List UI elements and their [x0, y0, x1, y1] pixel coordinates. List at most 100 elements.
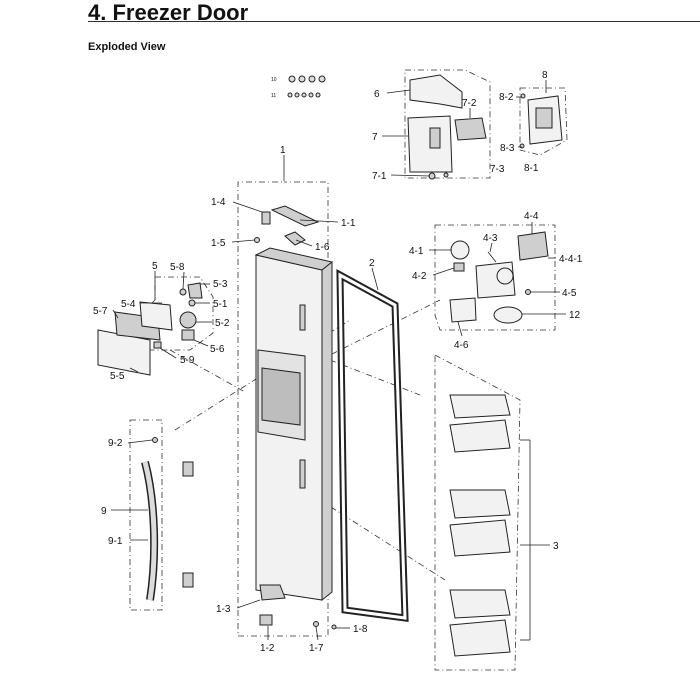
callout-8-2: 8-2 [499, 92, 514, 103]
screw-10-d [318, 75, 326, 83]
callout-9-2: 9-2 [108, 438, 123, 449]
lever-5-6 [181, 329, 195, 341]
leader-9-2 [127, 439, 153, 444]
lever-5-2 [179, 311, 197, 329]
spring-5-8 [179, 288, 187, 296]
handle-screw-9-2 [152, 437, 158, 443]
callout-2: 2 [369, 258, 375, 269]
top-left-screws [287, 75, 326, 98]
callout-3: 3 [553, 541, 559, 552]
bin-dash-link-1 [319, 499, 446, 581]
leader-1-3 [236, 599, 261, 609]
top-cap-1-1 [270, 205, 320, 227]
callout-5-2: 5-2 [215, 318, 230, 329]
screw-11-b [294, 92, 300, 98]
callout-8-1: 8-1 [524, 163, 539, 174]
dispenser-dash-link [169, 349, 246, 393]
group-outlines [129, 69, 568, 671]
callout-5-1: 5-1 [213, 299, 228, 310]
callout-6: 6 [374, 89, 380, 100]
damper-7-2 [454, 117, 487, 141]
handle-bar-highlight [142, 461, 157, 601]
door-top-parts [254, 205, 320, 246]
callout-4-5: 4-5 [562, 288, 577, 299]
leader-1-5 [231, 239, 256, 243]
callout-4-2: 4-2 [412, 271, 427, 282]
callout-5: 5 [152, 261, 158, 272]
bin-dash-link-2 [329, 359, 421, 396]
screw-10-c [308, 75, 316, 83]
clip-5-3 [187, 282, 203, 299]
callout-5-9: 5-9 [180, 355, 195, 366]
callout-7-2: 7-2 [462, 98, 477, 109]
leader-lines [111, 80, 566, 641]
hinge-cap-1-2 [259, 614, 273, 626]
ice-route-flap-8-1 [535, 107, 553, 129]
bin-3b [449, 619, 511, 657]
callout-11: 11 [271, 93, 276, 99]
icemaker-group-outline [434, 224, 556, 331]
bin-1a [449, 394, 511, 419]
cup-12 [493, 306, 523, 324]
callout-1-2: 1-2 [260, 643, 275, 654]
screw-4-5 [525, 289, 531, 295]
door-handle [141, 437, 194, 601]
leader-4-3 [489, 242, 493, 253]
cap-housing [496, 267, 514, 285]
callout-5-7: 5-7 [93, 306, 108, 317]
screw-11-c [301, 92, 307, 98]
motor-4-1 [450, 240, 470, 260]
clip-4-2 [453, 262, 465, 272]
callout-12: 12 [569, 310, 581, 321]
door-bins [449, 394, 511, 657]
callout-9: 9 [101, 506, 107, 517]
handle-stud-upper [182, 461, 194, 477]
callout-5-5: 5-5 [110, 371, 125, 382]
callout-1-5: 1-5 [211, 238, 226, 249]
handle-stud-lower [182, 572, 194, 588]
callout-4-4-1: 4-4-1 [559, 254, 583, 265]
dispenser-cavity [261, 367, 301, 426]
door-bottom-parts [259, 584, 337, 630]
auger-4-6 [449, 297, 477, 323]
callout-1-4: 1-4 [211, 197, 226, 208]
shaft-4-3 [487, 251, 497, 263]
dispenser-board-5-4 [139, 301, 173, 331]
callout-5-4: 5-4 [121, 299, 136, 310]
leader-1-7 [315, 626, 319, 641]
callout-1-1: 1-1 [341, 218, 356, 229]
icemaker-parts [449, 231, 549, 324]
cap-5-1 [188, 299, 196, 307]
door-gasket [336, 269, 409, 623]
door-side-edge [321, 260, 333, 602]
callout-5-8: 5-8 [170, 262, 185, 273]
callout-4-3: 4-3 [483, 233, 498, 244]
callout-8: 8 [542, 70, 548, 81]
leader-1-4 [232, 201, 263, 213]
callout-7-1: 7-1 [372, 171, 387, 182]
screw-10-b [298, 75, 306, 83]
leader-5-7 [112, 309, 119, 319]
bins-group-outline [434, 354, 521, 671]
leader-6 [386, 89, 411, 94]
callout-labels: 10 11 1 1-4 1-1 1-5 1-6 2 3 6 7 7-1 7-2 … [93, 70, 583, 654]
top-cover-parts [407, 74, 487, 180]
freezer-door [254, 247, 334, 602]
bin-2a [449, 489, 511, 519]
lower-hinge-1-3 [259, 584, 286, 601]
callout-4-4: 4-4 [524, 211, 539, 222]
duct-inner [429, 127, 441, 149]
leader-4-2 [432, 267, 455, 276]
callout-7-3: 7-3 [490, 164, 505, 175]
duct-screw-7-1b [443, 172, 449, 178]
screw-1-8 [331, 624, 337, 630]
bin-1b [449, 419, 511, 453]
gasket-inner [338, 272, 407, 620]
screw-1-5 [254, 237, 260, 243]
ice-tray-4-4 [517, 231, 549, 261]
hinge-bracket-1-4 [261, 211, 271, 225]
leader-1-1 [299, 219, 339, 223]
leader-5-8 [182, 271, 185, 290]
screw-10-a [288, 75, 296, 83]
